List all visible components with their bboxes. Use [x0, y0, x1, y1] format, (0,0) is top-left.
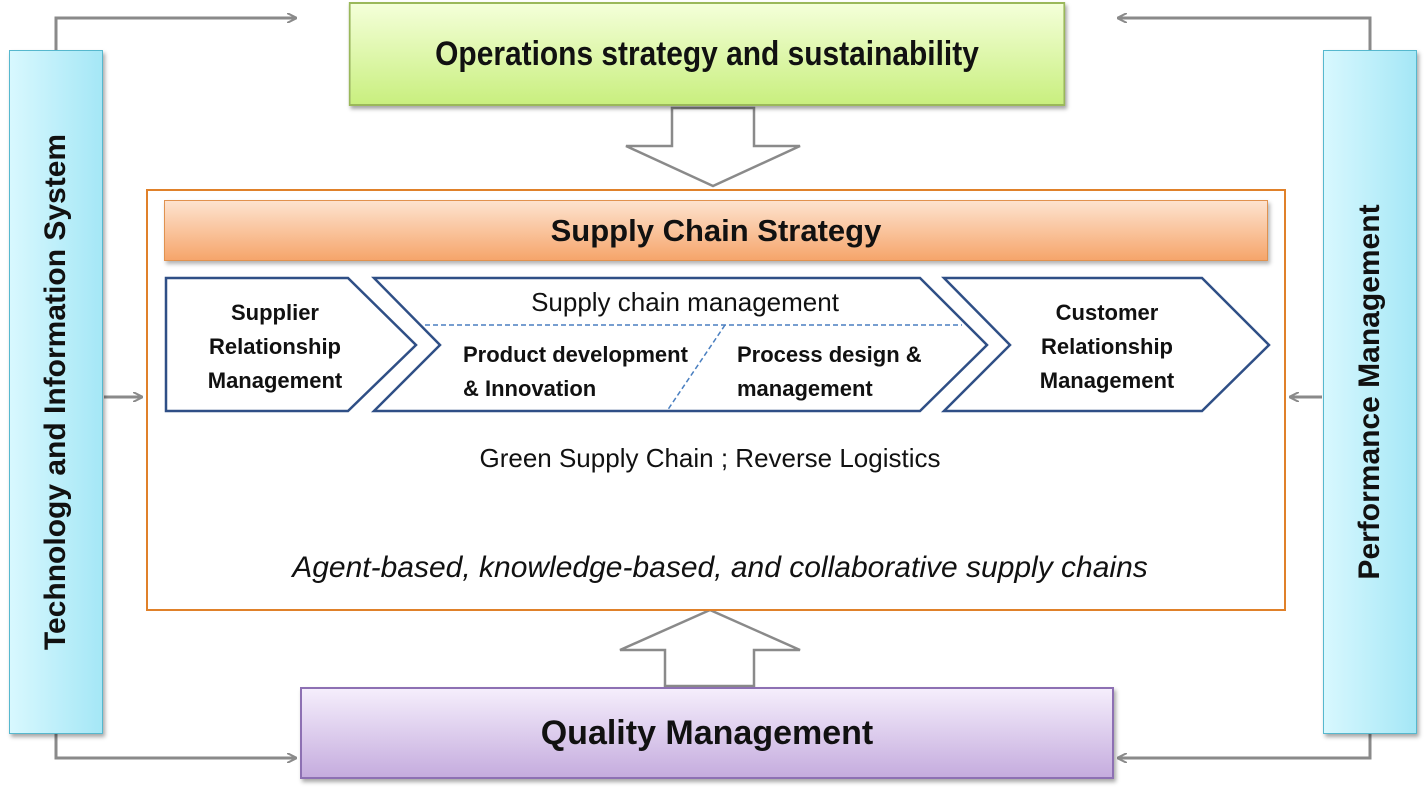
product-development-text: Product development & Innovation — [463, 338, 688, 406]
process-line-1: Process design & — [737, 342, 922, 367]
technology-information-box: Technology and Information System — [9, 50, 103, 734]
customer-line-1: Customer — [1055, 300, 1159, 325]
operations-strategy-label: Operations strategy and sustainability — [435, 34, 979, 73]
customer-chevron-text: Customer Relationship Management — [1022, 296, 1192, 398]
operations-strategy-box: Operations strategy and sustainability — [348, 2, 1066, 106]
down-block-arrow — [625, 106, 801, 188]
quality-management-box: Quality Management — [300, 687, 1114, 779]
customer-chevron — [940, 276, 1271, 413]
connector-left-top — [54, 18, 296, 50]
supplier-line-1: Supplier — [230, 300, 319, 325]
supplier-chevron — [164, 276, 418, 413]
supply-chain-strategy-label: Supply Chain Strategy — [550, 212, 882, 248]
scm-header: Supply chain management — [531, 287, 839, 317]
supplier-line-3: Management — [207, 368, 343, 393]
connector-left-bottom — [54, 734, 296, 758]
product-line-1: Product development — [463, 342, 688, 367]
green-supply-chain-label: Green Supply Chain ; Reverse Logistics — [479, 443, 941, 473]
up-block-arrow — [619, 608, 801, 688]
performance-management-box: Performance Management — [1323, 50, 1417, 734]
customer-line-3: Management — [1039, 368, 1175, 393]
scm-divider-diagonal — [666, 324, 726, 412]
product-line-2: & Innovation — [463, 376, 597, 401]
supplier-line-2: Relationship — [208, 334, 341, 359]
connector-right-top — [1118, 18, 1372, 54]
supply-chain-strategy-banner: Supply Chain Strategy — [164, 200, 1268, 261]
process-design-text: Process design & management — [737, 338, 922, 406]
supplier-chevron-text: Supplier Relationship Management — [190, 296, 360, 398]
scm-chevron — [370, 276, 989, 413]
process-line-2: management — [737, 376, 873, 401]
connector-right-bottom — [1118, 734, 1372, 758]
customer-line-2: Relationship — [1040, 334, 1173, 359]
quality-management-label: Quality Management — [540, 713, 874, 752]
agent-based-label: Agent-based, knowledge-based, and collab… — [292, 551, 1148, 584]
